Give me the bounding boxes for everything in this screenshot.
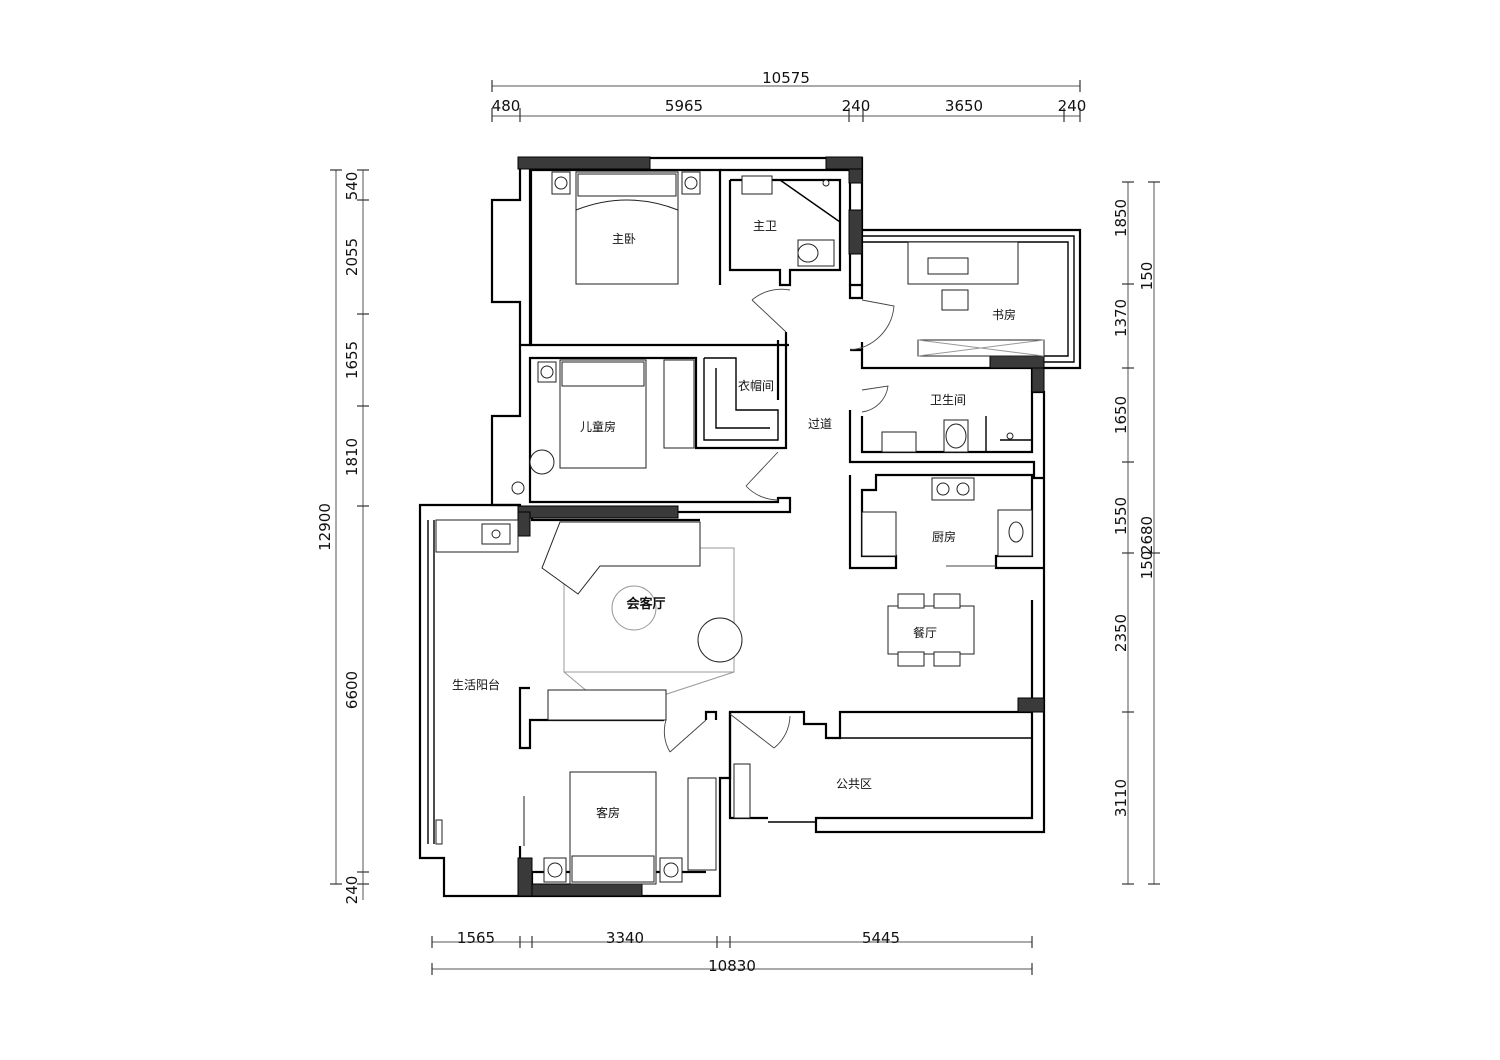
bathroom-fixtures-icon (881, 419, 1014, 453)
right-dimensions: 1850 150 1370 1650 1550 2680 150 2350 31… (1112, 181, 1160, 885)
children-bed-icon (511, 359, 695, 495)
room-label-kitchen: 厨房 (932, 529, 956, 544)
room-label-children-room: 儿童房 (580, 419, 616, 434)
dim-left-seg-3: 1655 (343, 341, 361, 379)
door-arc (745, 451, 779, 501)
left-dimensions: 12900 540 2055 1655 1810 6600 240 (316, 169, 369, 905)
dim-left-total: 12900 (316, 503, 334, 551)
dim-bottom-seg-1: 1565 (457, 929, 495, 947)
dim-top-seg-3: 240 (842, 97, 871, 115)
dim-top-seg-4: 3650 (945, 97, 983, 115)
room-label-living-room: 会客厅 (626, 596, 665, 612)
dim-right-seg-5: 1550 (1112, 497, 1130, 535)
balcony-counter-icon (435, 519, 519, 845)
dim-right-seg-4: 1650 (1112, 396, 1130, 434)
room-label-balcony: 生活阳台 (452, 677, 500, 692)
guest-bed-icon (523, 771, 717, 885)
dim-bottom-seg-3: 5445 (862, 929, 900, 947)
door-arc (729, 713, 791, 749)
dim-right-seg-3: 1370 (1112, 299, 1130, 337)
room-label-public-area: 公共区 (836, 777, 872, 791)
master-bath-fixtures-icon (741, 175, 835, 267)
bottom-dimensions: 1565 3340 5445 10830 (431, 929, 1033, 975)
door-arc (751, 288, 791, 333)
dim-left-seg-2: 2055 (343, 238, 361, 276)
solid-walls (517, 156, 1045, 897)
room-label-dining-room: 餐厅 (913, 625, 937, 640)
room-label-master-bedroom: 主卧 (612, 232, 636, 246)
door-arc (861, 385, 889, 413)
dining-table-icon (887, 593, 975, 667)
top-dimensions: 10575 480 5965 240 3650 240 (491, 69, 1087, 122)
dim-left-seg-4: 1810 (343, 438, 361, 476)
sofa-icon (541, 521, 743, 721)
dim-left-seg-5: 6600 (343, 671, 361, 709)
master-bed-icon (551, 171, 701, 285)
room-label-guest-room: 客房 (596, 805, 620, 820)
room-labels: 主卧 主卫 书房 衣帽间 儿童房 过道 卫生间 厨房 会客厅 餐厅 生活阳台 客… (452, 219, 1016, 820)
dim-left-seg-1: 540 (343, 172, 361, 201)
dim-top-total: 10575 (762, 69, 810, 87)
dim-top-seg-2: 5965 (665, 97, 703, 115)
room-label-cloakroom: 衣帽间 (738, 378, 774, 393)
dim-right-seg-1: 1850 (1112, 199, 1130, 237)
study-desk-icon (907, 241, 1045, 357)
dim-bottom-seg-2: 3340 (606, 929, 644, 947)
dim-right-seg-6: 2680 (1138, 516, 1156, 554)
public-cabinet-icon (733, 763, 751, 819)
room-label-master-bath: 主卫 (753, 219, 777, 233)
furniture (435, 171, 1045, 885)
dim-top-seg-1: 480 (492, 97, 521, 115)
door-arc (849, 299, 895, 351)
door-arc (663, 719, 707, 753)
kitchen-stove-icon (861, 477, 1033, 557)
doors (663, 288, 996, 753)
room-label-bathroom: 卫生间 (930, 393, 966, 407)
room-label-corridor: 过道 (808, 417, 832, 431)
dim-top-seg-5: 240 (1058, 97, 1087, 115)
dim-left-seg-6: 240 (343, 876, 361, 905)
dim-bottom-total: 10830 (708, 957, 756, 975)
room-label-study: 书房 (992, 307, 1016, 322)
dim-right-seg-7: 150 (1138, 551, 1156, 580)
dim-right-seg-2: 150 (1138, 262, 1156, 291)
dim-right-seg-9: 3110 (1112, 779, 1130, 817)
dim-right-seg-8: 2350 (1112, 614, 1130, 652)
